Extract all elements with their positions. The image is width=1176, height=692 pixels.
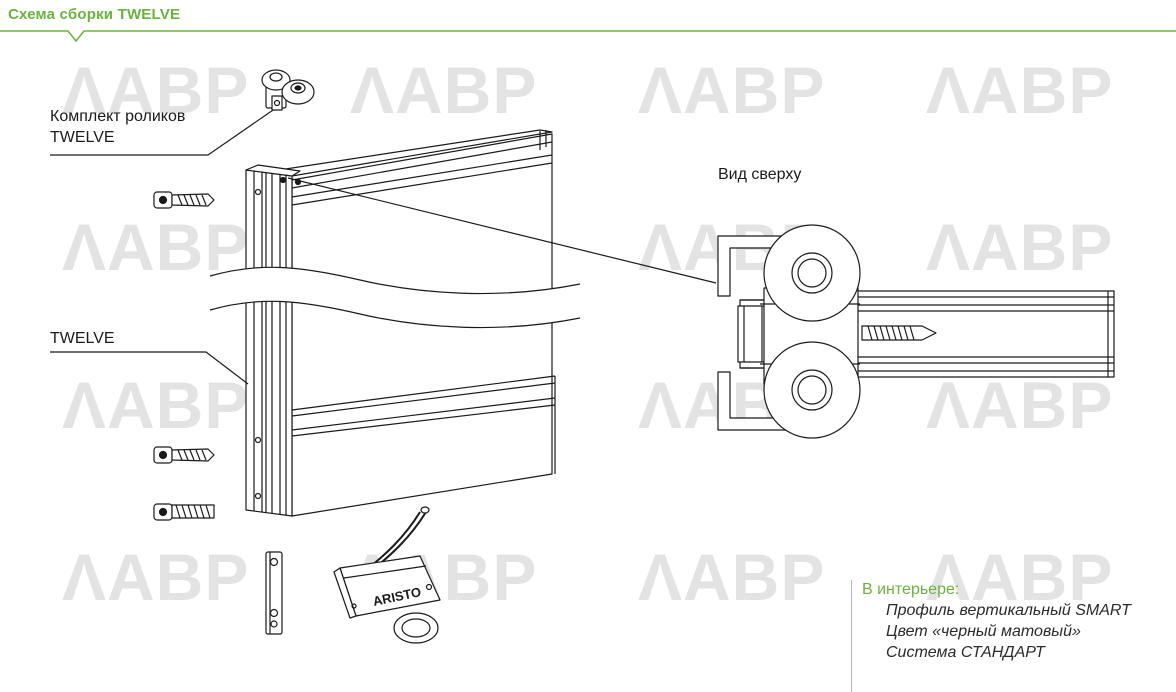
watermark-logo: ΛАВР <box>926 368 1114 442</box>
watermark-logo: ΛАВР <box>350 53 538 127</box>
roller-kit-label-line2: TWELVE <box>50 129 115 146</box>
screw-icon <box>153 503 215 521</box>
interior-line: Цвет «черный матовый» <box>886 623 1081 640</box>
screw-icon <box>153 446 215 464</box>
roller-kit-label: Комплект роликов TWELVE <box>50 106 185 148</box>
interior-line: Система СТАНДАРТ <box>886 644 1045 661</box>
screw-icon <box>153 191 215 209</box>
door-stopper-icon <box>265 551 283 635</box>
header-divider <box>0 30 1176 43</box>
top-view-label: Вид сверху <box>718 166 802 183</box>
interior-note: В интерьере: Профиль вертикальный SMART … <box>851 580 1131 692</box>
roller-kit-label-line1: Комплект роликов <box>50 108 186 125</box>
roller-kit-leader <box>50 107 277 156</box>
watermark-logo: ΛАВР <box>62 368 250 442</box>
watermark-logo: ΛАВР <box>926 210 1114 284</box>
page-title: Схема сборки TWELVE <box>8 6 181 23</box>
interior-line: Профиль вертикальный SMART <box>886 602 1131 619</box>
watermark-logo: ΛАВР <box>62 540 250 614</box>
top-view-diagram <box>717 224 1115 439</box>
break-mark <box>209 266 581 329</box>
aristo-closer-icon <box>333 506 441 644</box>
vertical-profile <box>245 164 302 517</box>
watermark-logo: ΛАВР <box>926 540 1114 614</box>
profile-label: TWELVE <box>50 330 115 347</box>
interior-title: В интерьере: <box>862 581 960 598</box>
watermark-logo: ΛАВР <box>926 53 1114 127</box>
watermark-logo: ΛАВР <box>638 53 826 127</box>
watermark-logo: ΛАВР <box>62 53 250 127</box>
profile-leader <box>50 351 249 385</box>
top-view-leader <box>287 177 717 284</box>
roller-kit-icon <box>261 69 315 111</box>
watermark-logo: ΛАВР <box>62 210 250 284</box>
watermark-logo: ΛАВР <box>638 540 826 614</box>
